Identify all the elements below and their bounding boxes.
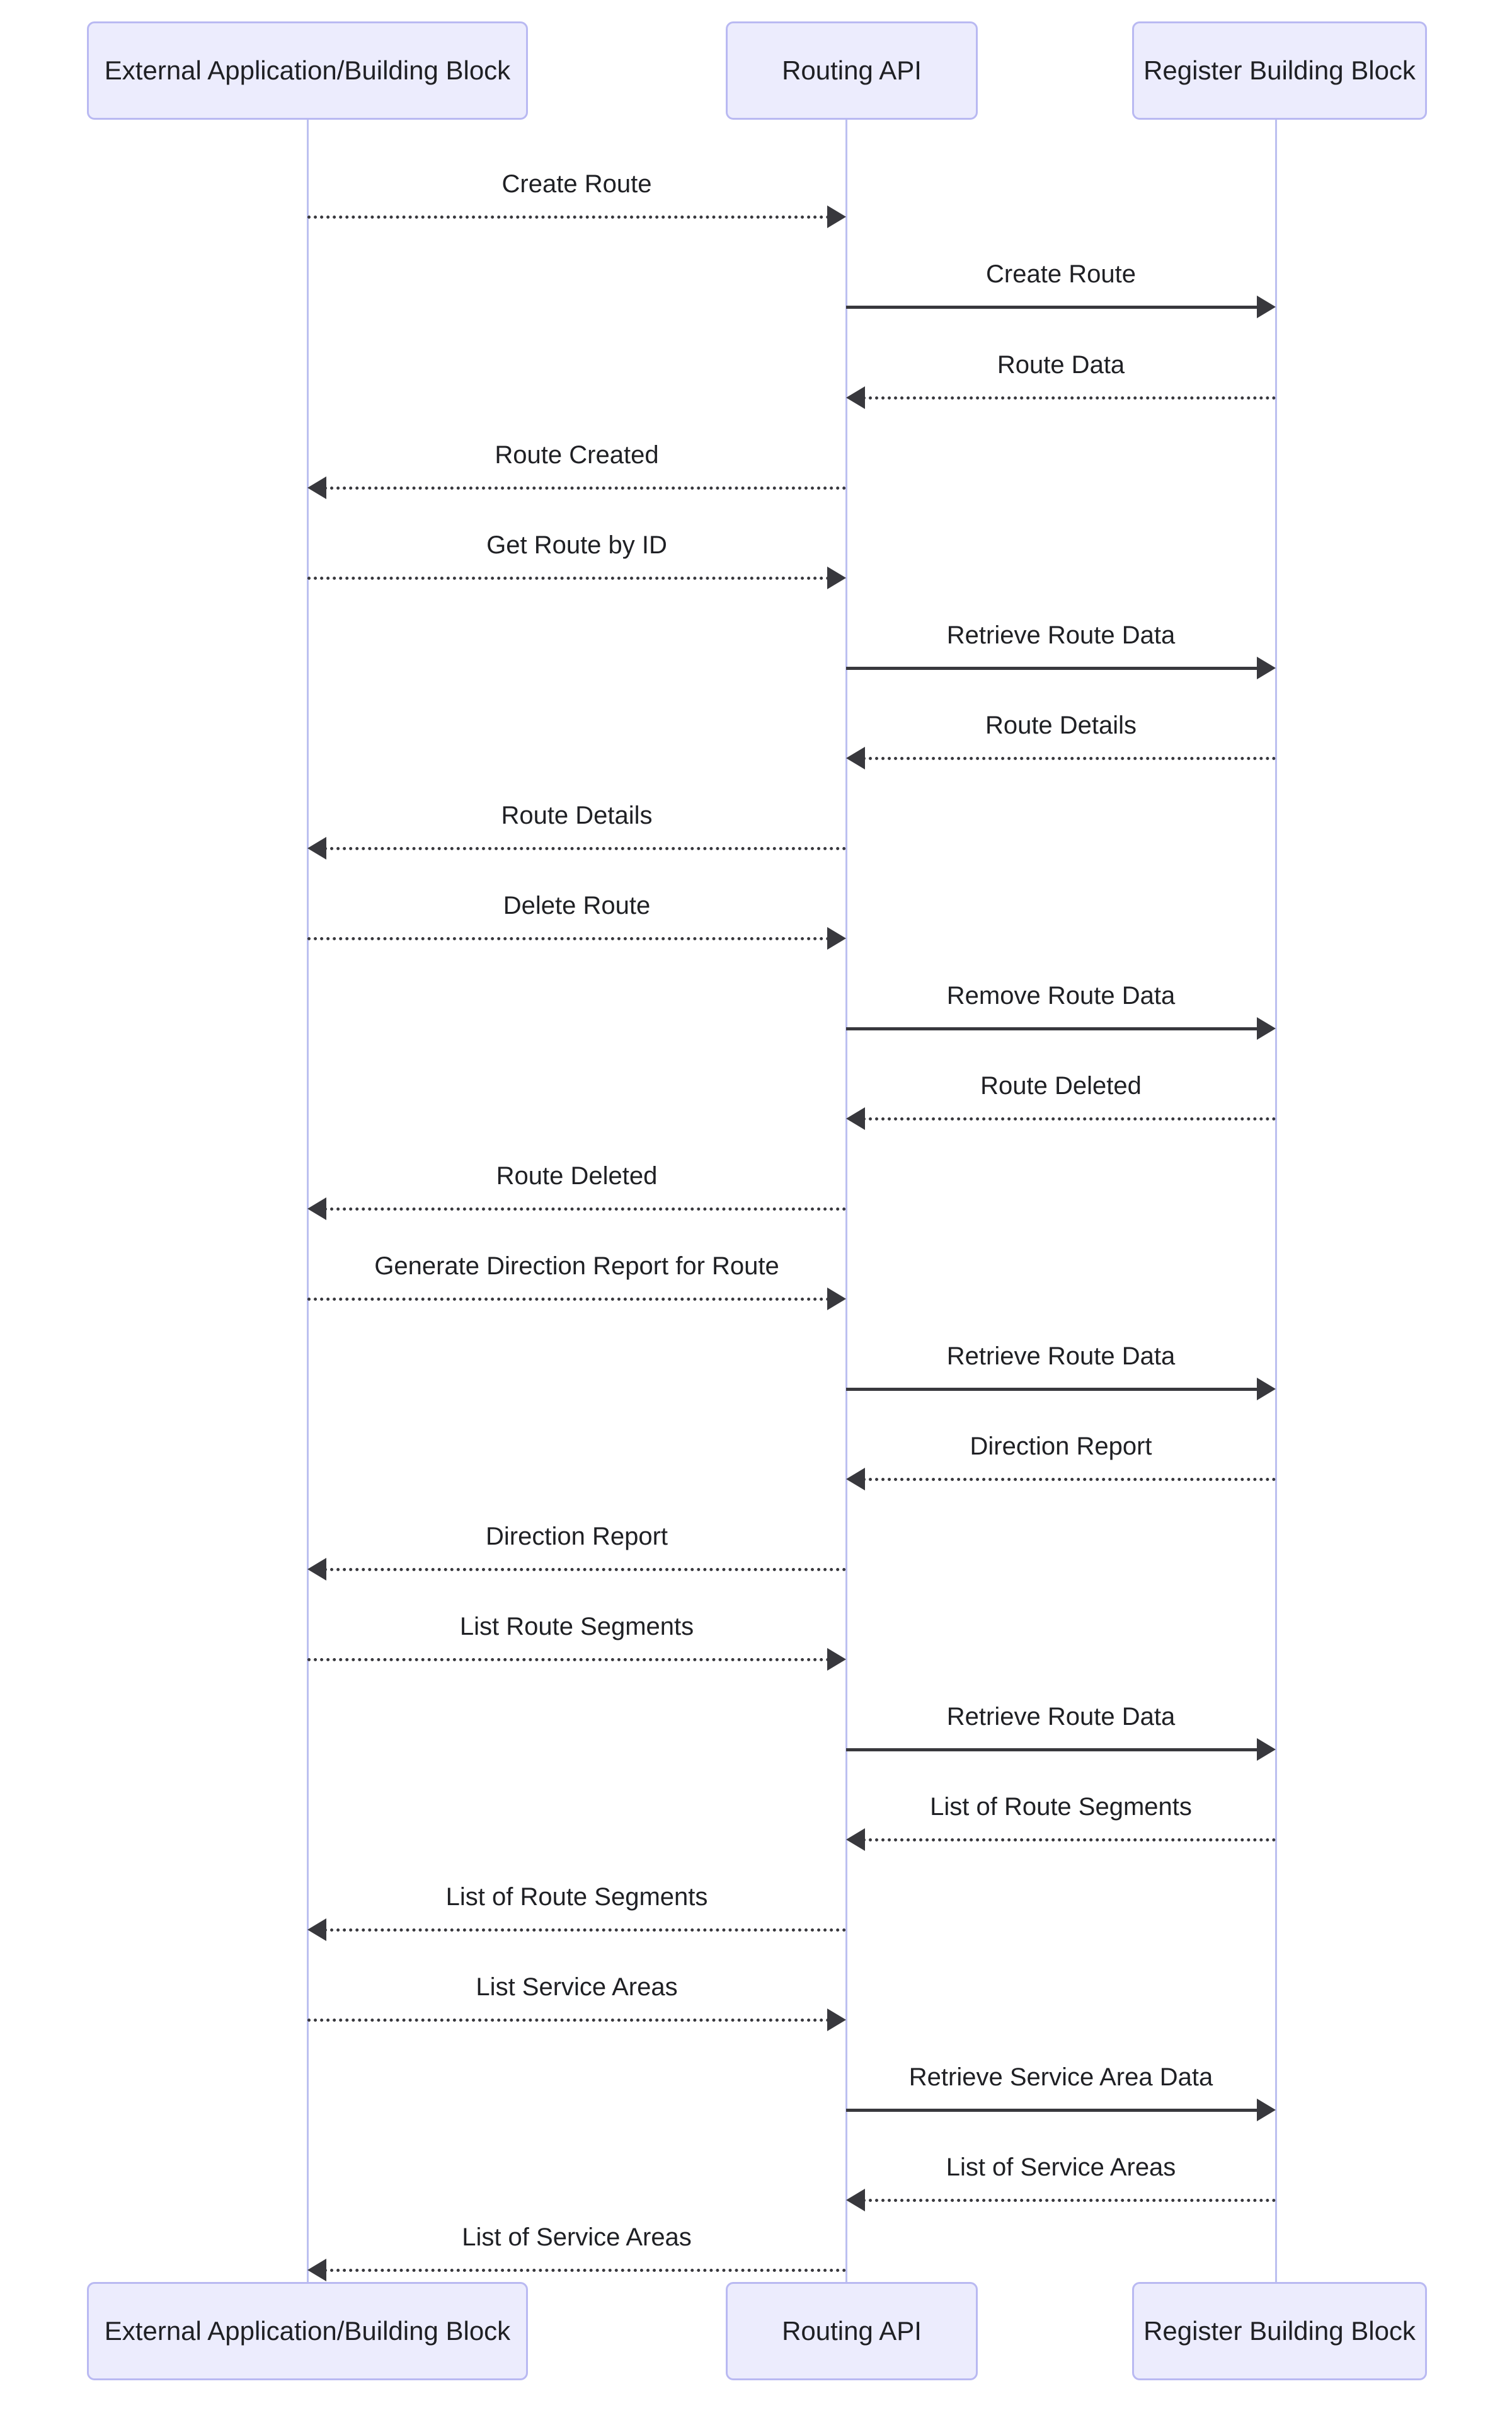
message-label: List of Route Segments <box>445 1883 708 1911</box>
message-label: Retrieve Route Data <box>946 1342 1176 1370</box>
message-label: Retrieve Route Data <box>946 1703 1176 1731</box>
arrow-head-left-icon <box>307 1197 326 1220</box>
arrow-head-right-icon <box>1257 1738 1276 1761</box>
message-label: Create Route <box>501 170 652 198</box>
arrow-head-right-icon <box>827 927 846 950</box>
message-label: List of Service Areas <box>462 2223 692 2251</box>
message-line <box>862 2199 1276 2202</box>
message-label: Route Created <box>495 441 659 469</box>
message-line <box>846 667 1259 670</box>
arrow-head-right-icon <box>827 1648 846 1671</box>
message-label: List Route Segments <box>459 1613 694 1640</box>
arrow-head-left-icon <box>307 476 326 499</box>
message-line <box>324 1568 846 1571</box>
participant-bottom-ext[interactable]: External Application/Building Block <box>87 2282 528 2380</box>
participant-label: External Application/Building Block <box>104 2315 511 2346</box>
participant-top-reg[interactable]: Register Building Block <box>1132 21 1427 120</box>
lifeline-api <box>845 120 847 2282</box>
arrow-head-left-icon <box>846 1468 865 1490</box>
arrow-head-left-icon <box>307 2259 326 2281</box>
message-label: Remove Route Data <box>946 982 1176 1010</box>
participant-top-ext[interactable]: External Application/Building Block <box>87 21 528 120</box>
message-line <box>862 1478 1276 1481</box>
message-line <box>307 216 830 219</box>
participant-bottom-api[interactable]: Routing API <box>726 2282 978 2380</box>
message-line <box>324 847 846 850</box>
participant-bottom-reg[interactable]: Register Building Block <box>1132 2282 1427 2380</box>
message-label: Generate Direction Report for Route <box>374 1252 779 1280</box>
message-label: Create Route <box>986 260 1136 288</box>
arrow-head-right-icon <box>1257 657 1276 679</box>
arrow-head-right-icon <box>1257 1017 1276 1040</box>
message-label: Route Details <box>985 712 1137 739</box>
message-label: Route Deleted <box>496 1162 658 1190</box>
arrow-head-left-icon <box>846 1107 865 1130</box>
participant-label: External Application/Building Block <box>104 55 511 85</box>
message-label: Get Route by ID <box>486 531 667 559</box>
arrow-head-right-icon <box>827 567 846 589</box>
message-label: Delete Route <box>503 892 651 919</box>
message-label: List Service Areas <box>476 1973 678 2001</box>
message-line <box>846 2109 1259 2112</box>
message-line <box>324 487 846 490</box>
message-label: Route Data <box>997 351 1125 379</box>
message-line <box>846 1388 1259 1391</box>
message-line <box>862 1838 1276 1841</box>
message-label: List of Route Segments <box>930 1793 1192 1821</box>
arrow-head-right-icon <box>827 1288 846 1310</box>
message-label: List of Service Areas <box>946 2153 1176 2181</box>
arrow-head-left-icon <box>307 837 326 860</box>
message-line <box>324 2269 846 2272</box>
message-line <box>307 1658 830 1661</box>
message-line <box>846 306 1259 309</box>
message-line <box>846 1027 1259 1030</box>
message-label: Route Details <box>501 802 653 829</box>
message-line <box>324 1207 846 1211</box>
message-line <box>862 757 1276 760</box>
arrow-head-left-icon <box>846 2189 865 2211</box>
participant-label: Routing API <box>782 2315 922 2346</box>
message-line <box>307 1298 830 1301</box>
arrow-head-right-icon <box>827 205 846 228</box>
arrow-head-right-icon <box>827 2008 846 2031</box>
message-line <box>307 2019 830 2022</box>
arrow-head-right-icon <box>1257 2099 1276 2121</box>
arrow-head-left-icon <box>846 386 865 409</box>
participant-label: Routing API <box>782 55 922 85</box>
participant-label: Register Building Block <box>1143 55 1416 85</box>
participant-top-api[interactable]: Routing API <box>726 21 978 120</box>
message-label: Retrieve Service Area Data <box>908 2063 1213 2091</box>
arrow-head-left-icon <box>846 1828 865 1851</box>
message-line <box>307 937 830 940</box>
participant-label: Register Building Block <box>1143 2315 1416 2346</box>
message-line <box>846 1748 1259 1751</box>
message-label: Direction Report <box>970 1432 1152 1460</box>
message-label: Direction Report <box>485 1523 668 1550</box>
message-line <box>862 396 1276 400</box>
message-line <box>862 1117 1276 1121</box>
message-line <box>307 577 830 580</box>
arrow-head-right-icon <box>1257 296 1276 318</box>
arrow-head-right-icon <box>1257 1378 1276 1400</box>
arrow-head-left-icon <box>307 1558 326 1581</box>
arrow-head-left-icon <box>307 1918 326 1941</box>
message-label: Route Deleted <box>980 1072 1142 1100</box>
arrow-head-left-icon <box>846 747 865 769</box>
lifeline-reg <box>1275 120 1277 2282</box>
message-label: Retrieve Route Data <box>946 621 1176 649</box>
message-line <box>324 1928 846 1932</box>
